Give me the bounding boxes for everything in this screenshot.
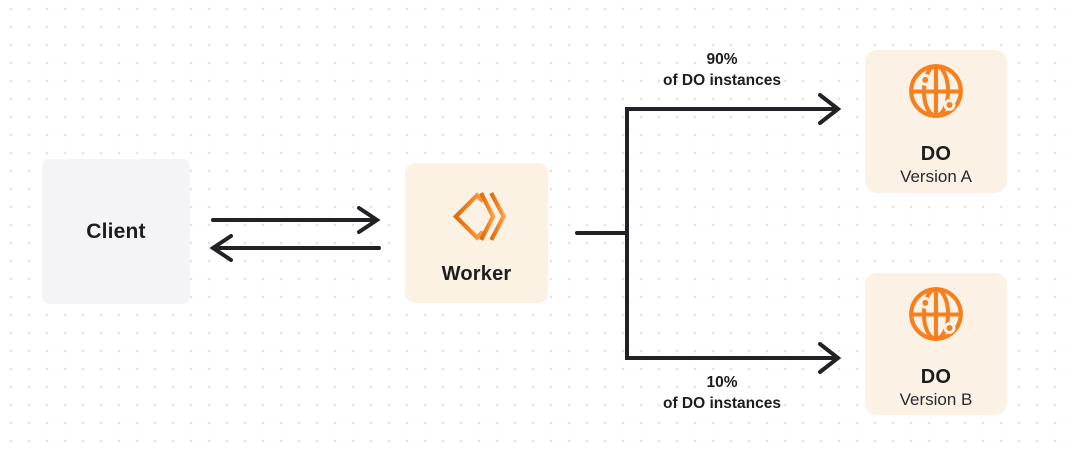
worker-node: Worker bbox=[405, 163, 548, 303]
do-a-subtitle: Version A bbox=[900, 167, 972, 186]
globe-icon bbox=[909, 287, 963, 341]
worker-label: Worker bbox=[441, 263, 512, 285]
arrow-to-do-a-head bbox=[818, 93, 842, 125]
branch-trunk bbox=[625, 107, 836, 360]
globe-icon bbox=[909, 64, 963, 118]
branch-bottom-caption: of DO instances bbox=[663, 395, 781, 412]
arrow-worker-to-client-head bbox=[209, 234, 233, 262]
arrow-client-to-worker-head bbox=[357, 206, 381, 234]
branch-label-top: 90% of DO instances bbox=[612, 49, 832, 91]
do-a-title: DO bbox=[920, 143, 952, 165]
do-b-subtitle: Version B bbox=[899, 390, 973, 409]
do-b-title: DO bbox=[920, 366, 952, 388]
cloudflare-workers-icon bbox=[452, 192, 506, 241]
client-label: Client bbox=[86, 219, 146, 243]
do-version-a-node: DO Version A bbox=[865, 50, 1007, 193]
branch-top-caption: of DO instances bbox=[663, 72, 781, 89]
client-node: Client bbox=[42, 159, 190, 304]
branch-top-percent: 90% bbox=[706, 51, 738, 68]
arrow-to-do-b-head bbox=[818, 342, 842, 374]
branch-label-bottom: 10% of DO instances bbox=[612, 372, 832, 414]
branch-bottom-percent: 10% bbox=[706, 374, 738, 391]
do-version-b-node: DO Version B bbox=[865, 273, 1007, 415]
